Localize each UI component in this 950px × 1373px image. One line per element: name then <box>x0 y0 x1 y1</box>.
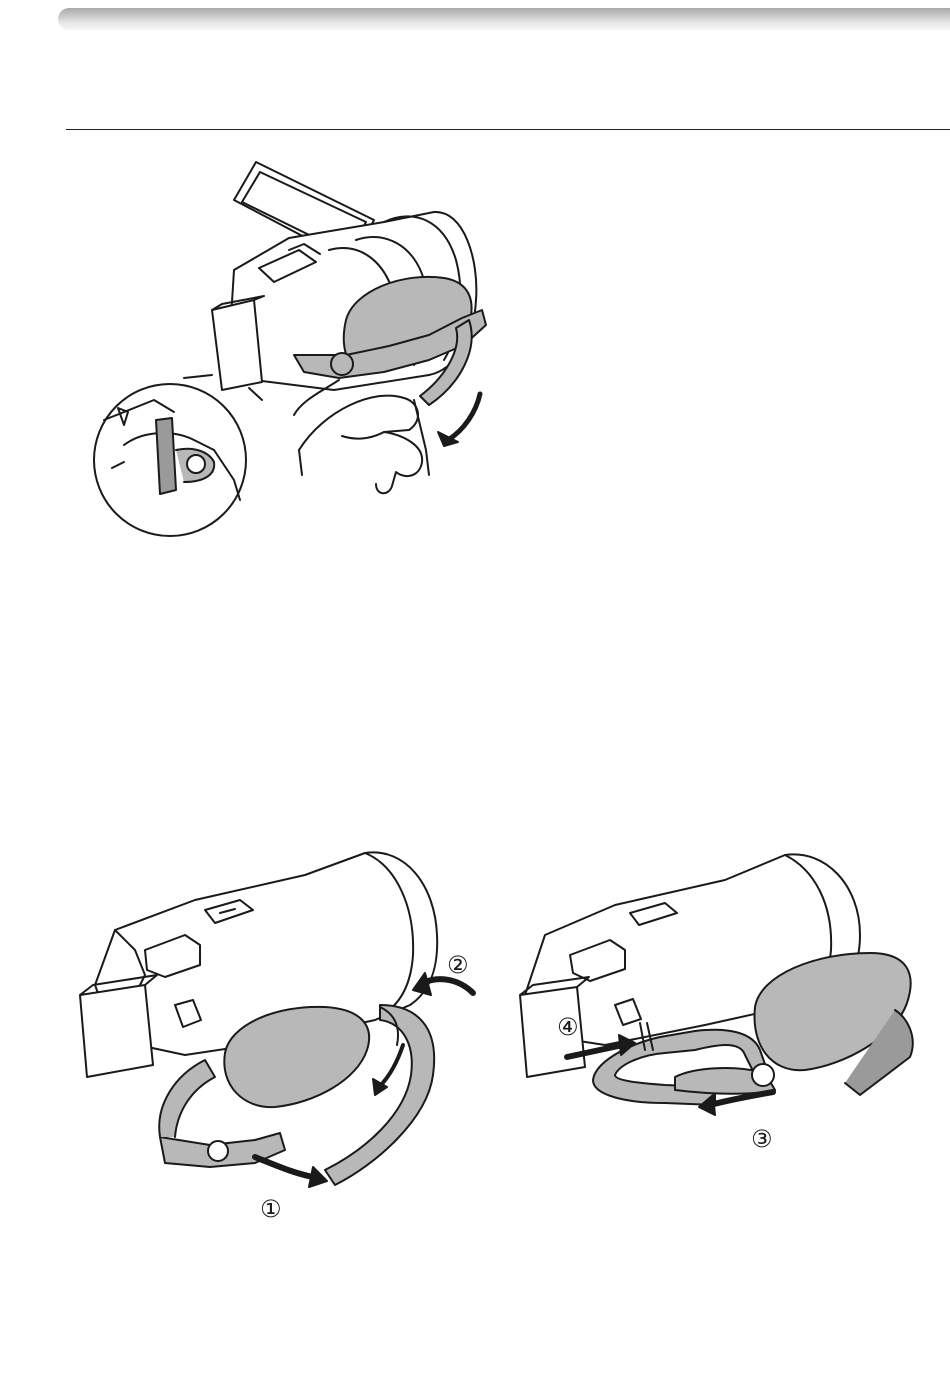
step-label-1: ① <box>260 1195 282 1223</box>
figure-strap-thread: ① ② <box>75 845 495 1225</box>
step-label-2: ② <box>447 951 469 979</box>
header-bar <box>58 8 950 30</box>
figure-strap-fasten: ③ ④ <box>515 845 935 1165</box>
step-label-4: ④ <box>557 1013 579 1041</box>
step-arrow-1 <box>255 1157 313 1177</box>
hand-icon <box>299 396 422 494</box>
section-rule <box>66 129 950 130</box>
step-label-3: ③ <box>751 1125 773 1153</box>
battery <box>212 300 262 390</box>
figure-strap-tighten <box>84 150 504 550</box>
battery <box>80 985 153 1077</box>
arrow-icon <box>448 394 480 440</box>
